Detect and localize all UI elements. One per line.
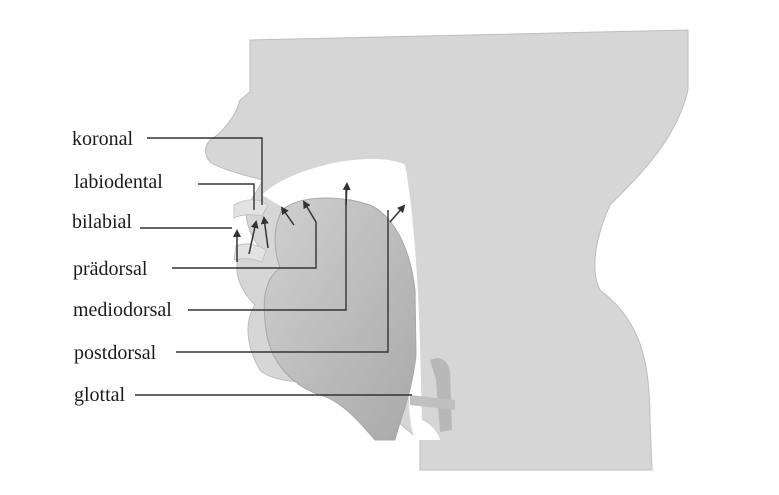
tongue xyxy=(264,198,416,440)
label-labiodental: labiodental xyxy=(74,172,163,192)
label-bilabial: bilabial xyxy=(72,212,132,232)
label-praedorsal: prädorsal xyxy=(73,259,147,279)
label-mediodorsal: mediodorsal xyxy=(73,300,172,320)
label-postdorsal: postdorsal xyxy=(74,343,156,363)
arrow-mediodorsal xyxy=(346,184,347,205)
label-glottal: glottal xyxy=(74,385,125,405)
label-koronal: koronal xyxy=(72,129,133,149)
